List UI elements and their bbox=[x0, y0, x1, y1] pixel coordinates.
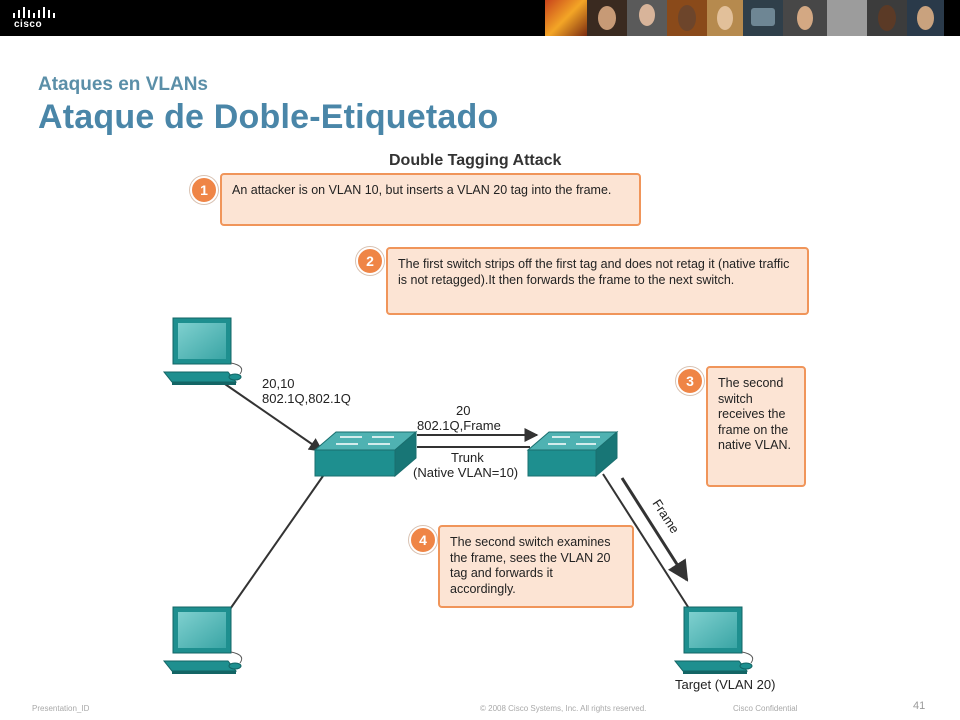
frame-arrow bbox=[620, 477, 689, 582]
decorative-photo bbox=[743, 0, 783, 36]
logo-wordmark: cisco bbox=[14, 19, 43, 30]
slide-subtitle: Ataques en VLANs bbox=[38, 74, 208, 95]
target-pc-icon bbox=[673, 606, 754, 674]
decorative-photo bbox=[545, 0, 587, 36]
pc-vlan10-icon bbox=[162, 606, 243, 674]
header-bar: cisco bbox=[0, 0, 960, 36]
person-photo bbox=[867, 0, 907, 36]
person-photo bbox=[627, 0, 667, 36]
footer-presentation-id: Presentation_ID bbox=[32, 704, 90, 713]
attacker-tags-label-line1: 20,10 bbox=[262, 376, 295, 391]
person-photo bbox=[667, 0, 707, 36]
switch-2-icon bbox=[526, 430, 619, 478]
decorative-photo bbox=[827, 0, 867, 36]
step-2-callout: The first switch strips off the first ta… bbox=[386, 247, 809, 315]
trunk-label-line1: Trunk bbox=[451, 450, 484, 465]
trunk-frame-label-line2: 802.1Q,Frame bbox=[417, 418, 501, 433]
step-2-badge: 2 bbox=[356, 247, 384, 275]
step-1-text: An attacker is on VLAN 10, but inserts a… bbox=[232, 183, 612, 197]
step-4-text: The second switch examines the frame, se… bbox=[450, 535, 611, 596]
link-lines bbox=[221, 381, 691, 613]
page-number: 41 bbox=[913, 700, 926, 712]
trunk-frame-label-line1: 20 bbox=[456, 403, 471, 418]
slide-title: Ataque de Doble-Etiquetado bbox=[38, 98, 499, 136]
footer-copyright: © 2008 Cisco Systems, Inc. All rights re… bbox=[480, 704, 647, 713]
step-3-text: The second switch receives the frame on … bbox=[718, 376, 791, 452]
person-photo bbox=[587, 0, 627, 36]
person-photo bbox=[907, 0, 944, 36]
switch-1-icon bbox=[313, 430, 418, 478]
step-3-callout: The second switch receives the frame on … bbox=[706, 366, 806, 487]
step-1-callout: An attacker is on VLAN 10, but inserts a… bbox=[220, 173, 641, 226]
header-photo-strip bbox=[545, 0, 960, 36]
step-2-text: The first switch strips off the first ta… bbox=[398, 257, 790, 287]
trunk-label-line2: (Native VLAN=10) bbox=[413, 465, 519, 480]
step-1-badge: 1 bbox=[190, 176, 218, 204]
attacker-tags-label-line2: 802.1Q,802.1Q bbox=[262, 391, 351, 406]
cisco-bars-icon bbox=[13, 7, 55, 18]
step-3-badge: 3 bbox=[676, 367, 704, 395]
cisco-logo: cisco bbox=[10, 5, 60, 33]
diagram-title: Double Tagging Attack bbox=[389, 152, 562, 169]
attacker-pc-icon bbox=[162, 317, 243, 385]
person-photo bbox=[707, 0, 743, 36]
step-4-badge: 4 bbox=[409, 526, 437, 554]
person-photo bbox=[783, 0, 827, 36]
target-label: Target (VLAN 20) bbox=[675, 677, 776, 692]
step-4-callout: The second switch examines the frame, se… bbox=[438, 525, 634, 608]
footer-confidential: Cisco Confidential bbox=[733, 704, 798, 713]
